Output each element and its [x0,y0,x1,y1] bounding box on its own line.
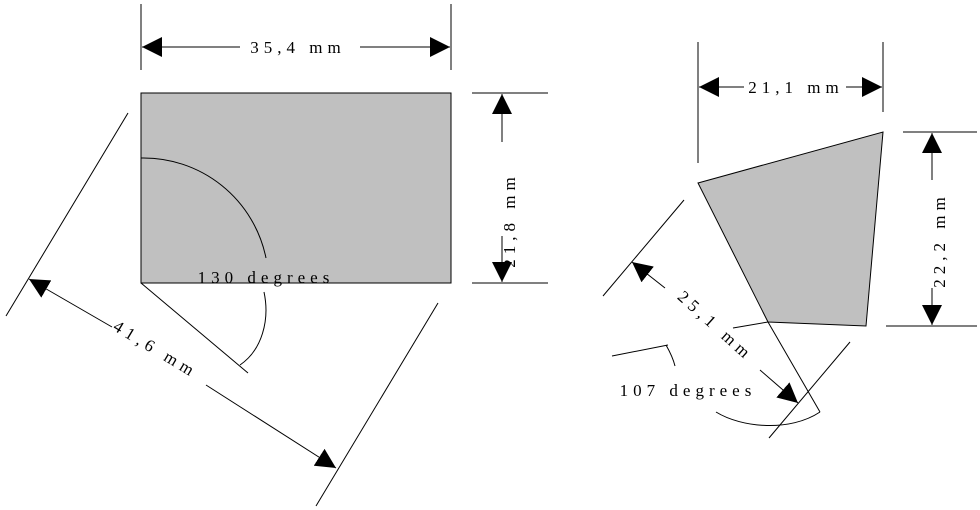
slant-arrow-upper [631,261,666,289]
angle-arc-inner [140,157,267,259]
diagonal-label: 41,6 mm [110,317,202,382]
gray-rectangle [140,92,452,284]
slant-extension-lower [768,341,851,439]
angle-arc-outer [239,291,267,366]
left-figure: 35,4 mm 21,8 mm 41,6 mm 130 degrees [5,4,548,507]
slant-extension-upper [602,199,685,297]
height-label: 22,2 mm [930,192,949,287]
reference-line [611,344,669,357]
left-angle-label: 130 degrees [198,268,335,287]
width-label: 21,1 mm [748,78,843,97]
angle-ray-short [732,321,769,329]
diagonal-extension-right [315,302,439,507]
height-label: 21,8 mm [500,172,519,267]
angle-ray [140,282,249,374]
angle-arc [715,411,821,427]
right-figure: 21,1 mm 22,2 mm 25,1 mm 107 degrees [602,42,977,439]
side-extension [767,321,821,413]
diagonal-arrow-upper [28,278,113,328]
slant-arrow-lower [759,369,799,404]
diagonal-extension-left [5,112,129,317]
right-angle-label: 107 degrees [620,381,757,400]
gray-quadrilateral [697,131,884,327]
diagonal-arrow-lower [205,384,337,469]
width-label: 35,4 mm [250,38,345,57]
angle-tick [665,344,676,367]
